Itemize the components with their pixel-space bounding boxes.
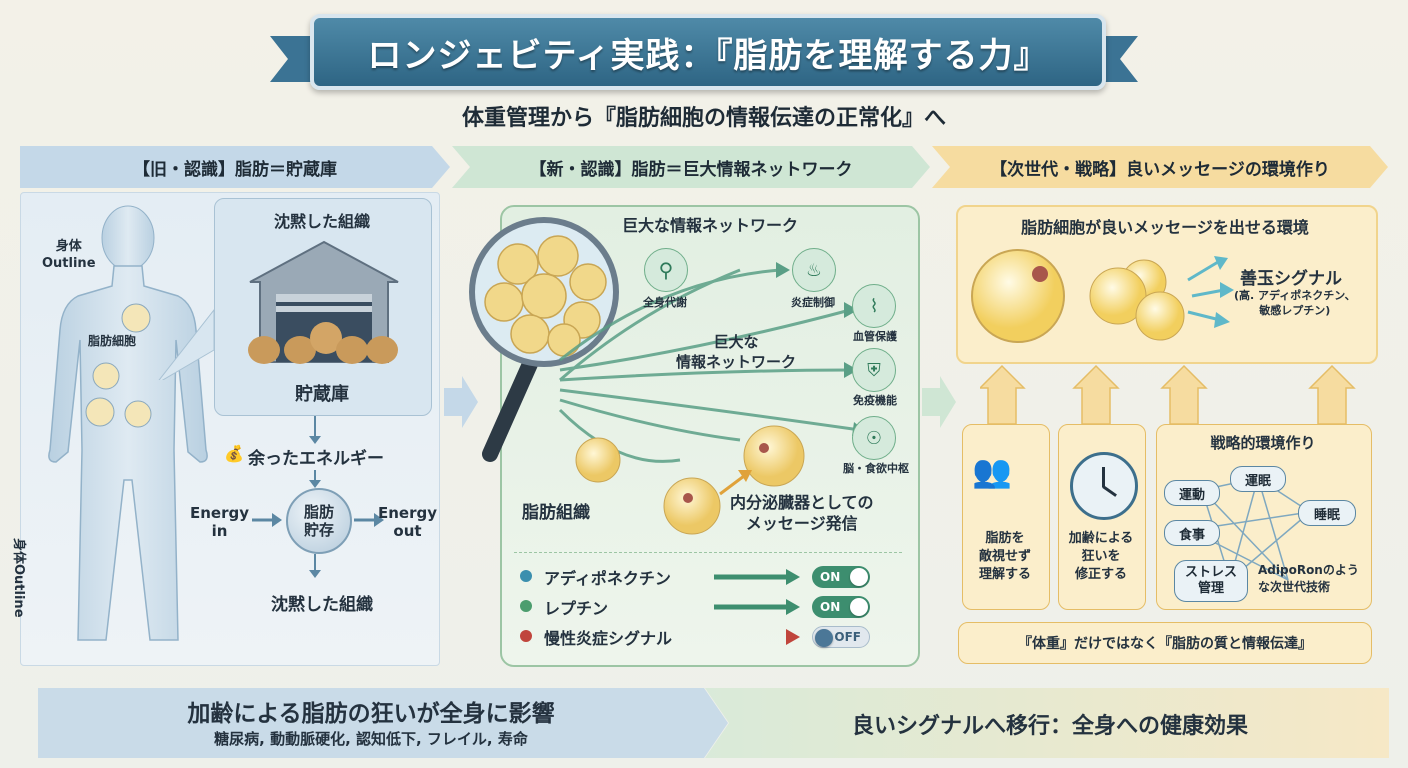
quality-note-box: 『体重』だけではなく『脂肪の質と情報伝達』 <box>958 622 1372 664</box>
quality-note: 『体重』だけではなく『脂肪の質と情報伝達』 <box>1018 636 1312 652</box>
energy-in-label: Energy in <box>190 504 250 540</box>
leptin-toggle[interactable]: ON <box>812 596 870 618</box>
signal-name-1: レプチン <box>544 599 609 618</box>
adipose-tissue-label: 脂肪組織 <box>522 503 590 523</box>
signals-divider <box>514 552 902 553</box>
shield-icon: ⛨ <box>852 348 896 392</box>
column-header-old: 【旧・認識】脂肪＝貯蔵庫 <box>20 146 450 188</box>
network-title: 巨大な情報ネットワーク <box>621 216 798 235</box>
energy-out-label: Energy out <box>378 504 438 540</box>
money-bag-icon: 💰 <box>224 444 244 463</box>
signal-arrow-1 <box>714 599 800 615</box>
human-body-illustration <box>48 205 208 641</box>
flame-icon: ♨ <box>792 248 836 292</box>
silent-tissue-top: 沈黙した組織 <box>273 212 370 231</box>
body-label-side: 身体Outline <box>11 538 26 618</box>
warehouse-icon <box>248 240 399 364</box>
adiponectin-toggle[interactable]: ON <box>812 566 870 588</box>
metabolism-icon: ⚲ <box>644 248 688 292</box>
column-header-next: 【次世代・戦略】良いメッセージの環境作り <box>932 146 1388 188</box>
environment-title: 脂肪細胞が良いメッセージを出せる環境 <box>1021 218 1309 237</box>
fat-cells-label: 脂肪細胞 <box>88 334 137 348</box>
toggle-knob <box>815 629 833 647</box>
title-plate: ロンジェビティ実践：『脂肪を理解する力』 <box>310 14 1106 90</box>
title-banner: ロンジェビティ実践：『脂肪を理解する力』 <box>270 14 1138 94</box>
transition-arrow-2 <box>922 376 956 428</box>
strategy-tag-adiporon: AdipoRonのよう な次世代技術 <box>1258 563 1359 594</box>
signal-dot-0 <box>520 570 532 582</box>
toggle-state-1: ON <box>820 600 841 614</box>
signal-dot-1 <box>520 600 532 612</box>
flow-arrows <box>309 416 321 578</box>
good-signal-note: (高. アディポネクチン、 敏感レプチン) <box>1234 289 1356 317</box>
endocrine-label: 内分泌臓器としての メッセージ発信 <box>730 493 874 533</box>
signal-dot-2 <box>520 630 532 642</box>
toggle-knob <box>850 598 868 616</box>
fat-cell-cluster <box>575 425 805 535</box>
clock-icon <box>1070 452 1138 520</box>
signal-arrow-2 <box>714 629 800 645</box>
signal-name-0: アディポネクチン <box>544 569 671 588</box>
fat-storage-circle: 脂肪 貯存 <box>286 488 352 554</box>
bottom-right-banner <box>705 688 1389 758</box>
brain-icon: ☉ <box>852 416 896 460</box>
page-subtitle: 体重管理から『脂肪細胞の情報伝達の正常化』へ <box>461 106 946 131</box>
toggle-state-2: OFF <box>834 630 861 644</box>
bottom-left-banner <box>38 688 728 758</box>
strategy-tag-sleep-a: 運眠 <box>1230 466 1286 492</box>
strategy-tag-exercise: 運動 <box>1164 480 1220 506</box>
energy-in-arrow <box>252 513 282 527</box>
fat-storage-label: 脂肪 貯存 <box>303 503 334 539</box>
target-label-2: 血管保護 <box>853 330 897 343</box>
bottom-left-sub: 糖尿病, 動動脈硬化, 認知低下, フレイル, 寿命 <box>214 730 528 748</box>
strategy-tag-diet: 食事 <box>1164 520 1220 546</box>
healthy-fat-cells <box>971 249 1234 343</box>
storehouse-label: 貯蔵庫 <box>295 384 349 405</box>
transition-arrow-1 <box>444 376 478 428</box>
inflammation-toggle[interactable]: OFF <box>812 626 870 648</box>
target-label-0: 全身代謝 <box>643 296 687 309</box>
target-label-4: 脳・食欲中枢 <box>843 462 909 475</box>
silent-tissue-bottom: 沈黙した組織 <box>271 595 373 615</box>
strategy-title: 戦略的環境作り <box>1210 434 1316 452</box>
card-understand <box>962 424 1050 610</box>
good-signal-label: 善玉シグナル <box>1240 269 1342 289</box>
toggle-state-0: ON <box>820 570 841 584</box>
strategy-tag-sleep-b: 睡眠 <box>1298 500 1356 526</box>
signal-name-2: 慢性炎症シグナル <box>544 629 673 648</box>
target-label-1: 炎症制御 <box>791 296 835 309</box>
people-icon: 👥 <box>972 452 1012 490</box>
vessel-icon: ⌇ <box>852 284 896 328</box>
up-arrows <box>980 364 1356 425</box>
page-title: ロンジェビティ実践：『脂肪を理解する力』 <box>367 35 1049 76</box>
card-understand-label: 脂肪を 敵視せず 理解する <box>978 531 1031 582</box>
magnifier-icon <box>469 217 619 462</box>
bottom-left-main: 加齢による脂肪の狂いが全身に影響 <box>187 701 555 727</box>
card-correct-label: 加齢による 狂いを 修正する <box>1068 531 1134 582</box>
target-label-3: 免疫機能 <box>853 394 897 407</box>
signal-arrow-0 <box>714 569 800 585</box>
strategy-tag-stress: ストレス 管理 <box>1174 560 1248 602</box>
excess-energy-label: 余ったエネルギー <box>248 449 384 469</box>
toggle-knob <box>850 568 868 586</box>
bottom-right-main: 良いシグナルへ移行：全身への健康効果 <box>851 714 1248 739</box>
column-header-new: 【新・認識】脂肪＝巨大情報ネットワーク <box>452 146 930 188</box>
body-label-top: 身体 Outline <box>42 239 96 271</box>
network-center-label: 巨大な 情報ネットワーク <box>676 333 797 371</box>
energy-out-arrow <box>354 513 384 527</box>
callout-pointer <box>158 308 215 380</box>
